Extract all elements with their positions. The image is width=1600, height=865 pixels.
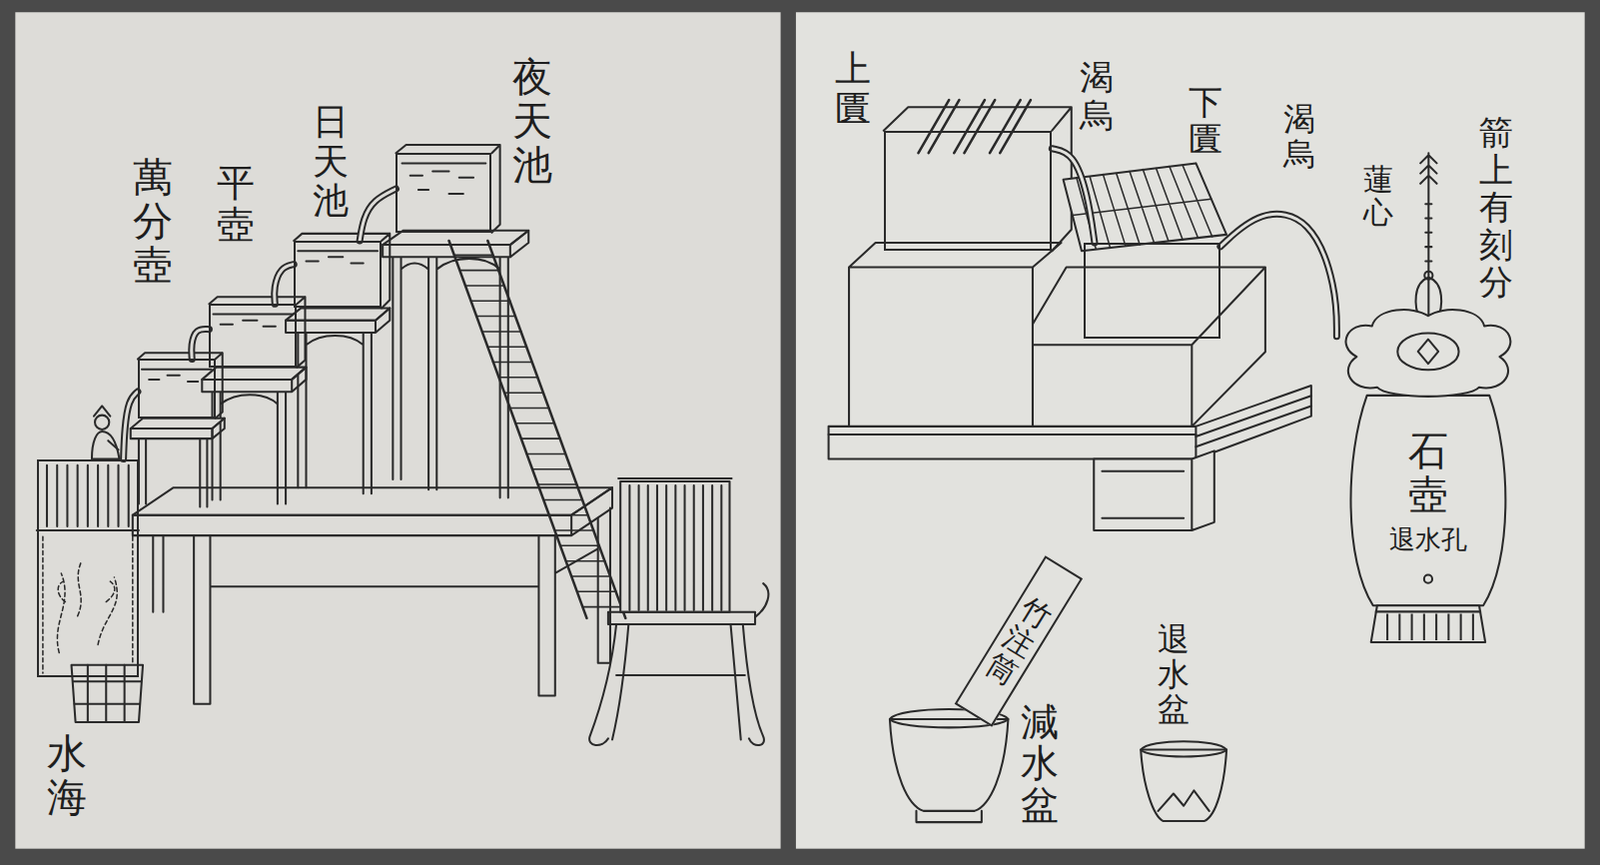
pipe-bore	[1220, 213, 1337, 337]
stand-level-frame	[201, 367, 306, 505]
arrow-knot	[1424, 271, 1433, 280]
stand-level	[201, 367, 306, 380]
table-front	[132, 487, 613, 536]
siphon-tube	[1051, 148, 1095, 243]
part-heading: 水海	[46, 731, 87, 819]
vase-parts	[1346, 309, 1512, 643]
stand-day	[285, 307, 390, 320]
pipe-bore	[274, 264, 295, 305]
siphon-pipe	[1051, 148, 1095, 243]
basin-detail	[1140, 741, 1227, 811]
part-label: 蓮心	[1363, 162, 1394, 229]
right-apparatus	[828, 99, 1443, 822]
siphon-tube	[359, 188, 396, 241]
pipe-bore	[191, 328, 210, 359]
chair-detail	[589, 478, 769, 746]
stand-wanfen	[130, 418, 225, 429]
part-heading: 上匱	[834, 48, 871, 128]
part-heading: 下匱	[1188, 83, 1223, 159]
stand-wanfen-frame	[130, 418, 225, 508]
pedestal	[1093, 450, 1215, 531]
ladder-rungs	[454, 254, 623, 607]
table-legs	[152, 508, 611, 705]
vase-base	[1371, 606, 1486, 644]
stand-night	[382, 230, 529, 245]
part-heading: 日天池	[312, 101, 349, 221]
bucket-bands	[73, 665, 141, 723]
pedestal-lines	[1101, 471, 1184, 519]
part-heading: 夜天池	[512, 54, 553, 187]
stand-night-frame	[382, 230, 529, 499]
basin	[1140, 750, 1227, 821]
tank-day-detail	[293, 233, 390, 309]
wanfen-tank: 萬分壺	[137, 358, 216, 418]
pipe-label: 渴烏	[1079, 58, 1114, 134]
ladder-rails	[449, 240, 627, 619]
page-right	[796, 11, 1586, 848]
part-heading: 平壺	[216, 162, 255, 247]
tank-night-detail	[395, 144, 500, 233]
pipe-bore	[359, 188, 396, 241]
left-apparatus	[36, 144, 770, 746]
vase-base-fringe	[1375, 612, 1482, 642]
siphon-tube	[123, 391, 138, 460]
vase-body	[1351, 395, 1507, 606]
siphon-tube	[191, 328, 210, 359]
siphon-pipe	[274, 264, 295, 305]
stand-day-frame	[285, 307, 390, 494]
tank-level-detail	[208, 296, 305, 367]
note-label: 箭上有刻分	[1479, 113, 1514, 301]
part-name: 石壺	[1408, 428, 1449, 517]
arrow-rod	[1420, 152, 1437, 318]
siphon-pipe	[1220, 213, 1337, 337]
pipe-bore	[123, 391, 138, 460]
bucket	[71, 665, 144, 723]
siphon-pipe	[123, 391, 138, 460]
part-name: 退水孔	[1389, 525, 1468, 555]
day-tank: 日天池	[293, 240, 382, 308]
block-right	[1020, 267, 1266, 427]
part-label: 減水盆	[1020, 702, 1059, 827]
outflow-hole	[1424, 575, 1433, 584]
level-tank: 平壺	[208, 303, 297, 367]
vase-lid	[1346, 309, 1512, 397]
stone-vase: 石壺退水孔	[1336, 305, 1521, 645]
lid-diamond	[1418, 339, 1439, 365]
figure-head	[94, 415, 109, 430]
block-left	[848, 242, 1062, 427]
siphon-tube	[274, 264, 295, 305]
figure	[91, 431, 120, 460]
part-heading: 萬分壺	[132, 154, 173, 287]
vessel-decoration	[42, 536, 133, 674]
upper-tank-rods	[918, 99, 1031, 153]
page-left	[14, 11, 781, 848]
siphon-tube	[1220, 213, 1337, 337]
vessel-slats	[36, 465, 139, 531]
water-sea-vessel: 水海	[36, 459, 139, 679]
lower-tank: 下匱	[1083, 242, 1221, 339]
upper-tank: 上匱	[883, 130, 1053, 252]
pipe-bore	[1051, 148, 1095, 243]
siphon-pipe	[191, 328, 210, 359]
siphon-pipe	[359, 188, 396, 241]
mortar-rim	[889, 709, 1009, 822]
night-tank: 夜天池	[395, 152, 492, 233]
figure-detail	[93, 405, 119, 450]
lid-lotus-center	[1398, 333, 1460, 371]
mortar	[889, 719, 1009, 811]
part-label: 退水盆	[1157, 622, 1190, 729]
pipe-label: 渴烏	[1283, 101, 1316, 172]
